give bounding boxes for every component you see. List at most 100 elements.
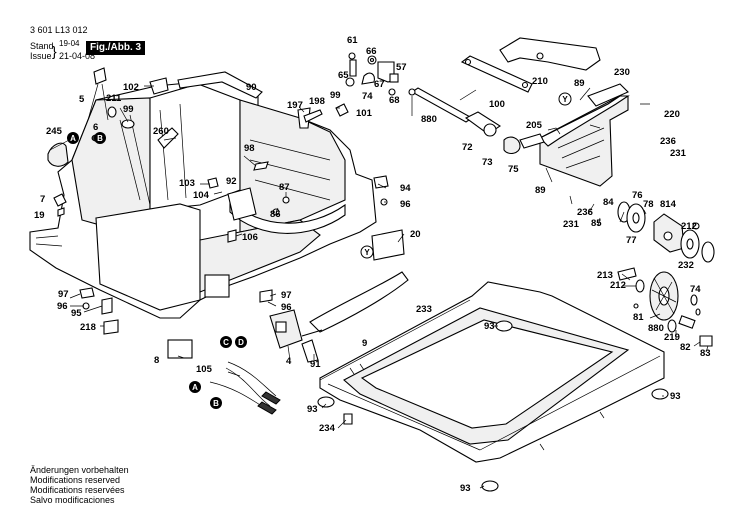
callout-label: 97: [58, 289, 69, 300]
cover-parts: [309, 229, 409, 333]
marker-A-upper: A: [67, 132, 79, 144]
callout-label: 236: [577, 207, 593, 218]
callout-label: 236: [660, 136, 676, 147]
callout-label: 68: [389, 95, 400, 106]
callout-label: 9: [362, 338, 367, 349]
callout-label: 96: [281, 302, 292, 313]
marker-Y-lower: Y: [360, 245, 374, 259]
callout-label: 814: [660, 199, 677, 210]
callout-label: 212: [681, 221, 697, 232]
callout-label: 106: [242, 232, 258, 243]
callout-label: 197: [287, 100, 303, 111]
callout-label: 245: [46, 126, 63, 137]
svg-text:Y: Y: [562, 95, 568, 104]
callout-label: 65: [338, 70, 349, 81]
callout-label: 6: [93, 122, 98, 133]
callout-label: 230: [614, 67, 630, 78]
svg-text:A: A: [192, 383, 198, 392]
callout-label: 86: [270, 209, 281, 220]
issue-date: 21-04-08: [59, 51, 96, 61]
marker-A-lower: A: [189, 381, 201, 393]
callout-label: 99: [330, 90, 341, 101]
callout-label: 260: [153, 126, 169, 137]
shaft-880: [408, 87, 545, 155]
callout-label: 95: [71, 308, 82, 319]
handwheel: [617, 267, 713, 347]
callout-label: 93: [307, 404, 318, 415]
callout-label: 81: [633, 312, 644, 323]
callout-label: 76: [632, 190, 643, 201]
bracket-glyph: }: [52, 43, 57, 59]
callout-label: 880: [648, 323, 664, 334]
callout-label: 67: [374, 79, 385, 90]
callout-label: 78: [643, 199, 654, 210]
callout-label: 8: [154, 355, 159, 366]
callout-label: 232: [678, 260, 694, 271]
callout-label: 205: [526, 120, 543, 131]
callout-label: 74: [690, 284, 701, 295]
callout-label: 101: [356, 108, 373, 119]
saw-housing: [29, 71, 377, 319]
marker-D: D: [235, 336, 247, 348]
svg-text:A: A: [70, 134, 76, 143]
footer-note-en: Modifications reserved: [30, 475, 121, 485]
footer-note-de: Änderungen vorbehalten: [30, 465, 129, 475]
marker-B-upper: B: [94, 132, 106, 144]
callout-label: 7: [40, 194, 45, 205]
footer-note-es: Salvo modificaciones: [30, 495, 115, 505]
callout-label: 61: [347, 35, 358, 46]
stand-label: Stand: [30, 41, 54, 51]
marker-B-lower: B: [210, 397, 222, 409]
callout-label: 93: [484, 321, 495, 332]
blade-guard-assembly: [460, 37, 630, 187]
callout-label: 66: [366, 46, 377, 57]
callout-label: 57: [396, 62, 407, 73]
callout-label: 104: [193, 190, 210, 201]
callout-label: 89: [574, 78, 585, 89]
callout-label: 102: [123, 82, 139, 93]
footer-note-fr: Modifications reservées: [30, 485, 125, 495]
callout-label: 20: [410, 229, 421, 240]
callout-label: 98: [244, 143, 255, 154]
callout-label: 198: [309, 96, 325, 107]
callout-label: 82: [680, 342, 691, 353]
callout-label: 19: [34, 210, 45, 221]
callout-label: 85: [591, 218, 602, 229]
base-frame: [317, 281, 669, 492]
callout-label: 220: [664, 109, 680, 120]
callout-label: 211: [106, 93, 122, 104]
callout-label: 75: [508, 164, 519, 175]
svg-text:C: C: [223, 338, 229, 347]
callout-label: 210: [532, 76, 548, 87]
callout-label: 103: [179, 178, 195, 189]
figure-label: Fig./Abb. 3: [86, 41, 146, 55]
marker-Y-upper: Y: [558, 92, 572, 106]
left-small-parts: [47, 67, 389, 425]
footer-notes: Änderungen vorbehalten Modifications res…: [30, 465, 129, 505]
svg-text:B: B: [97, 134, 103, 143]
callout-label: 89: [535, 185, 546, 196]
callout-label: 218: [80, 322, 96, 333]
callout-label: 96: [57, 301, 68, 312]
callout-label: 92: [226, 176, 237, 187]
part-number-callouts: 61 66 65 67 57 74 68 210 90 102 5 211 99…: [34, 35, 711, 494]
callout-label: 231: [670, 148, 687, 159]
callout-label: 880: [421, 114, 437, 125]
callout-label: 90: [246, 82, 257, 93]
callout-label: 100: [489, 99, 505, 110]
callout-label: 219: [664, 332, 680, 343]
callout-label: 96: [400, 199, 411, 210]
callout-label: 99: [123, 104, 134, 115]
switch-box: [269, 309, 323, 349]
svg-text:Y: Y: [364, 248, 370, 257]
callout-label: 74: [362, 91, 373, 102]
callout-label: 4: [286, 356, 292, 367]
doc-number: 3 601 L13 012: [30, 25, 88, 35]
callout-label: 5: [79, 94, 85, 105]
callout-label: 105: [196, 364, 213, 375]
callout-label: 233: [416, 304, 432, 315]
marker-C: C: [220, 336, 232, 348]
callout-label: 212: [610, 280, 626, 291]
